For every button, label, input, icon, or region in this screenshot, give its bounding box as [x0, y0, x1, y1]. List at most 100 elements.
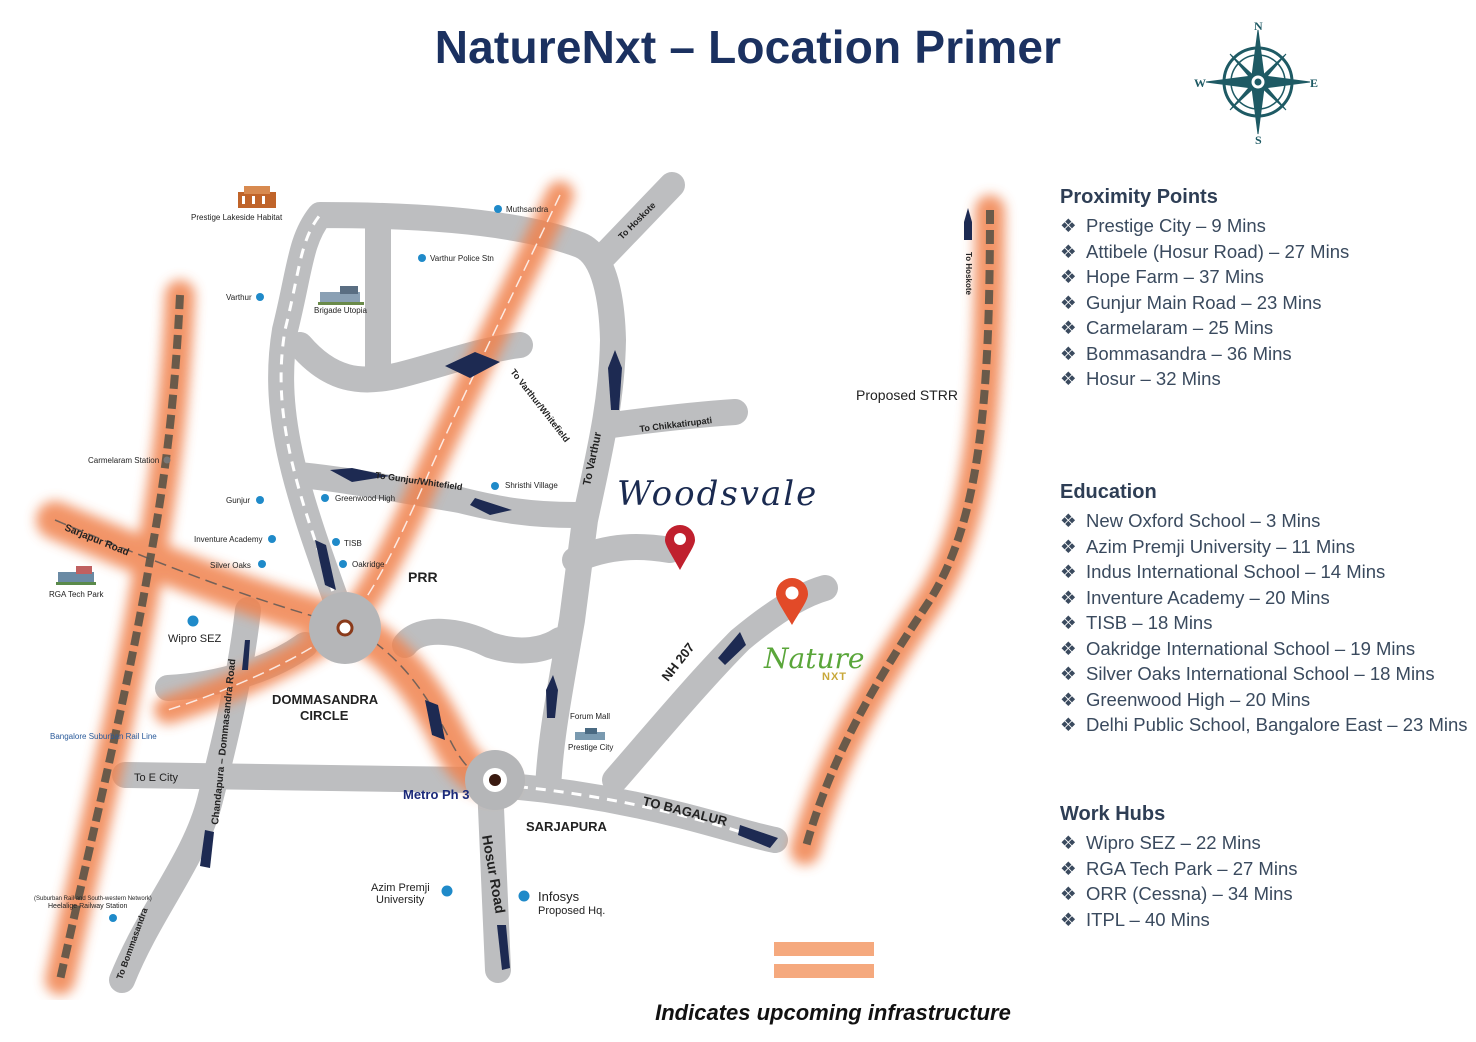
- label-brigade-utopia: Brigade Utopia: [314, 306, 367, 315]
- list-item: ❖Hope Farm – 37 Mins: [1060, 266, 1264, 287]
- building-icon: [238, 186, 276, 208]
- label-heelalige-2: Heelalige Railway Station: [48, 903, 127, 910]
- label-greenwood: Greenwood High: [335, 494, 395, 503]
- arrow-icon: [964, 208, 972, 240]
- label-carmelaram: Carmelaram Station: [88, 456, 159, 465]
- compass-w: W: [1194, 76, 1206, 90]
- road-chikkatirupati: [599, 399, 748, 438]
- label-metro: Metro Ph 3: [403, 787, 469, 802]
- location-map: Prestige Lakeside Habitat Muthsandra Var…: [34, 172, 1005, 995]
- label-azim-1: Azim Premji: [371, 882, 430, 894]
- arrow-icon: [315, 540, 336, 590]
- work-hubs-section: Work Hubs ❖Wipro SEZ – 22 Mins ❖RGA Tech…: [1060, 803, 1297, 932]
- label-dommasandra-1: DOMMASANDRA: [272, 692, 379, 707]
- list-item: ❖Prestige City – 9 Mins: [1060, 215, 1266, 236]
- list-item: ❖Azim Premji University – 11 Mins: [1060, 535, 1355, 557]
- arrow-icon: [470, 498, 512, 515]
- naturenxt-pin-icon: [776, 578, 808, 625]
- arrow-icon: [425, 700, 445, 740]
- list-item: ❖TISB – 18 Mins: [1060, 612, 1213, 633]
- road-woodsvale-spur: [562, 534, 683, 573]
- label-prestige-lakeside: Prestige Lakeside Habitat: [191, 213, 283, 222]
- list-item: ❖Gunjur Main Road – 23 Mins: [1060, 291, 1322, 313]
- list-item: ❖New Oxford School – 3 Mins: [1060, 510, 1321, 531]
- list-item: ❖Silver Oaks International School – 18 M…: [1060, 663, 1435, 684]
- arrow-icon: [546, 675, 558, 718]
- building-icon: [318, 286, 364, 305]
- list-item: ❖Oakridge International School – 19 Mins: [1060, 637, 1416, 659]
- road-forum-loop: [392, 618, 573, 664]
- label-rga: RGA Tech Park: [49, 590, 105, 599]
- list-item: ❖Hosur – 32 Mins: [1060, 368, 1221, 389]
- label-hoskote-right: To Hoskote: [964, 252, 973, 296]
- label-heelalige-1: (Suburban Rail and South-western Network…: [34, 896, 152, 902]
- compass-e: E: [1310, 76, 1318, 90]
- compass-icon: N S E W: [1194, 19, 1318, 147]
- road-gunjur: [287, 462, 588, 528]
- label-e-city: To E City: [134, 772, 179, 784]
- label-proposed-strr: Proposed STRR: [856, 387, 958, 403]
- label-infosys-1: Infosys: [538, 889, 580, 904]
- list-item: ❖Indus International School – 14 Mins: [1060, 561, 1386, 582]
- label-varthur-police: Varthur Police Stn: [430, 254, 494, 263]
- arrow-icon: [200, 830, 214, 868]
- compass-s: S: [1255, 133, 1262, 147]
- proximity-list: ❖Prestige City – 9 Mins ❖Attibele (Hosur…: [1060, 213, 1349, 392]
- work-hubs-heading: Work Hubs: [1060, 803, 1166, 825]
- label-infosys-2: Proposed Hq.: [538, 905, 605, 917]
- education-list: ❖New Oxford School – 3 Mins ❖Azim Premji…: [1060, 508, 1468, 738]
- label-silver-oaks: Silver Oaks: [210, 561, 251, 570]
- proximity-heading: Proximity Points: [1060, 186, 1218, 208]
- list-item: ❖Greenwood High – 20 Mins: [1060, 688, 1311, 710]
- label-varthur-whitefield: To Varthur/Whitefield: [508, 367, 571, 444]
- legend-swatch-icon: [774, 942, 874, 978]
- naturenxt-logo: Nature: [763, 642, 864, 675]
- building-icon: [575, 728, 605, 740]
- road-hosur: [477, 772, 511, 983]
- list-item: ❖Bommasandra – 36 Mins: [1060, 342, 1292, 364]
- list-item: ❖Attibele (Hosur Road) – 27 Mins: [1060, 240, 1350, 262]
- woodsvale-pin-icon: [665, 525, 695, 570]
- building-icon: [56, 566, 96, 585]
- road-to-hoskote-top: [587, 172, 685, 273]
- work-hubs-list: ❖Wipro SEZ – 22 Mins ❖RGA Tech Park – 27…: [1060, 830, 1297, 932]
- label-prr: PRR: [408, 569, 438, 585]
- list-item: ❖Delhi Public School, Bangalore East – 2…: [1060, 714, 1468, 735]
- arrow-icon: [738, 825, 778, 848]
- arrow-icon: [718, 632, 746, 665]
- arrow-icon: [445, 352, 500, 378]
- page-title: NatureNxt – Location Primer: [434, 21, 1062, 73]
- woodsvale-logo: Woodsvale: [617, 474, 818, 514]
- education-heading: Education: [1060, 481, 1157, 503]
- arrow-icon: [242, 640, 250, 670]
- arrow-icon: [608, 350, 622, 410]
- road-e-city: [112, 762, 483, 793]
- label-azim-2: University: [376, 894, 425, 906]
- list-item: ❖ORR (Cessna) – 34 Mins: [1060, 883, 1293, 904]
- list-item: ❖Wipro SEZ – 22 Mins: [1060, 832, 1261, 853]
- proximity-section: Proximity Points ❖Prestige City – 9 Mins…: [1060, 186, 1349, 392]
- list-item: ❖RGA Tech Park – 27 Mins: [1060, 857, 1298, 879]
- label-rail-line: Bangalore Suburban Rail Line: [50, 732, 157, 741]
- label-shristhi: Shristhi Village: [505, 481, 558, 490]
- label-wipro: Wipro SEZ: [168, 633, 221, 645]
- label-forum-mall: Forum Mall: [570, 712, 610, 721]
- label-oakridge: Oakridge: [352, 560, 385, 569]
- label-sarjapura: SARJAPURA: [526, 819, 608, 834]
- education-section: Education ❖New Oxford School – 3 Mins ❖A…: [1060, 481, 1468, 738]
- label-varthur: Varthur: [226, 293, 252, 302]
- list-item: ❖ITPL – 40 Mins: [1060, 908, 1210, 930]
- naturenxt-logo-nxt: NXT: [822, 671, 847, 683]
- label-dommasandra-2: CIRCLE: [300, 708, 349, 723]
- arrow-icon: [330, 468, 390, 482]
- arrow-icon: [497, 925, 510, 970]
- label-muthsandra: Muthsandra: [506, 205, 549, 214]
- legend-text: Indicates upcoming infrastructure: [655, 1000, 1011, 1025]
- label-tisb: TISB: [344, 539, 362, 548]
- list-item: ❖Carmelaram – 25 Mins: [1060, 317, 1274, 338]
- list-item: ❖Inventure Academy – 20 Mins: [1060, 586, 1330, 608]
- compass-n: N: [1254, 19, 1263, 33]
- label-inventure: Inventure Academy: [194, 535, 262, 544]
- label-gunjur: Gunjur: [226, 496, 250, 505]
- label-prestige-city: Prestige City: [568, 743, 613, 752]
